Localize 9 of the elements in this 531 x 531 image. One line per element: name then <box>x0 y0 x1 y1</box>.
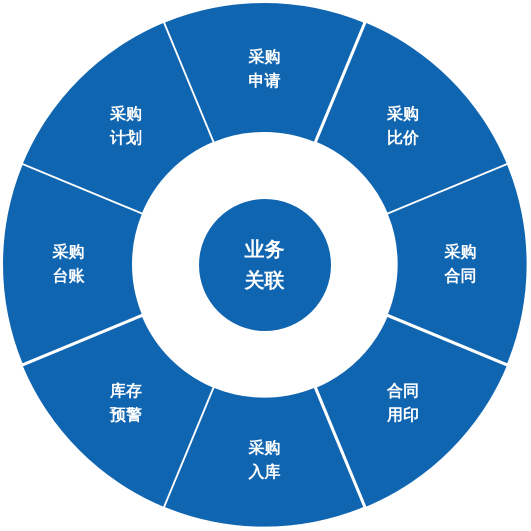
center-label: 业务关联 <box>244 236 285 294</box>
segment-label: 采购合同 <box>444 241 477 288</box>
segment-label: 采购申请 <box>248 46 281 92</box>
segment-label: 合同用印 <box>386 380 420 426</box>
segment-label: 采购计划 <box>110 102 142 149</box>
segment-label: 采购比价 <box>386 102 420 149</box>
segment-label: 采购台账 <box>52 241 85 288</box>
segment-label: 采购入库 <box>248 437 281 484</box>
segment-label: 库存预警 <box>110 380 142 426</box>
